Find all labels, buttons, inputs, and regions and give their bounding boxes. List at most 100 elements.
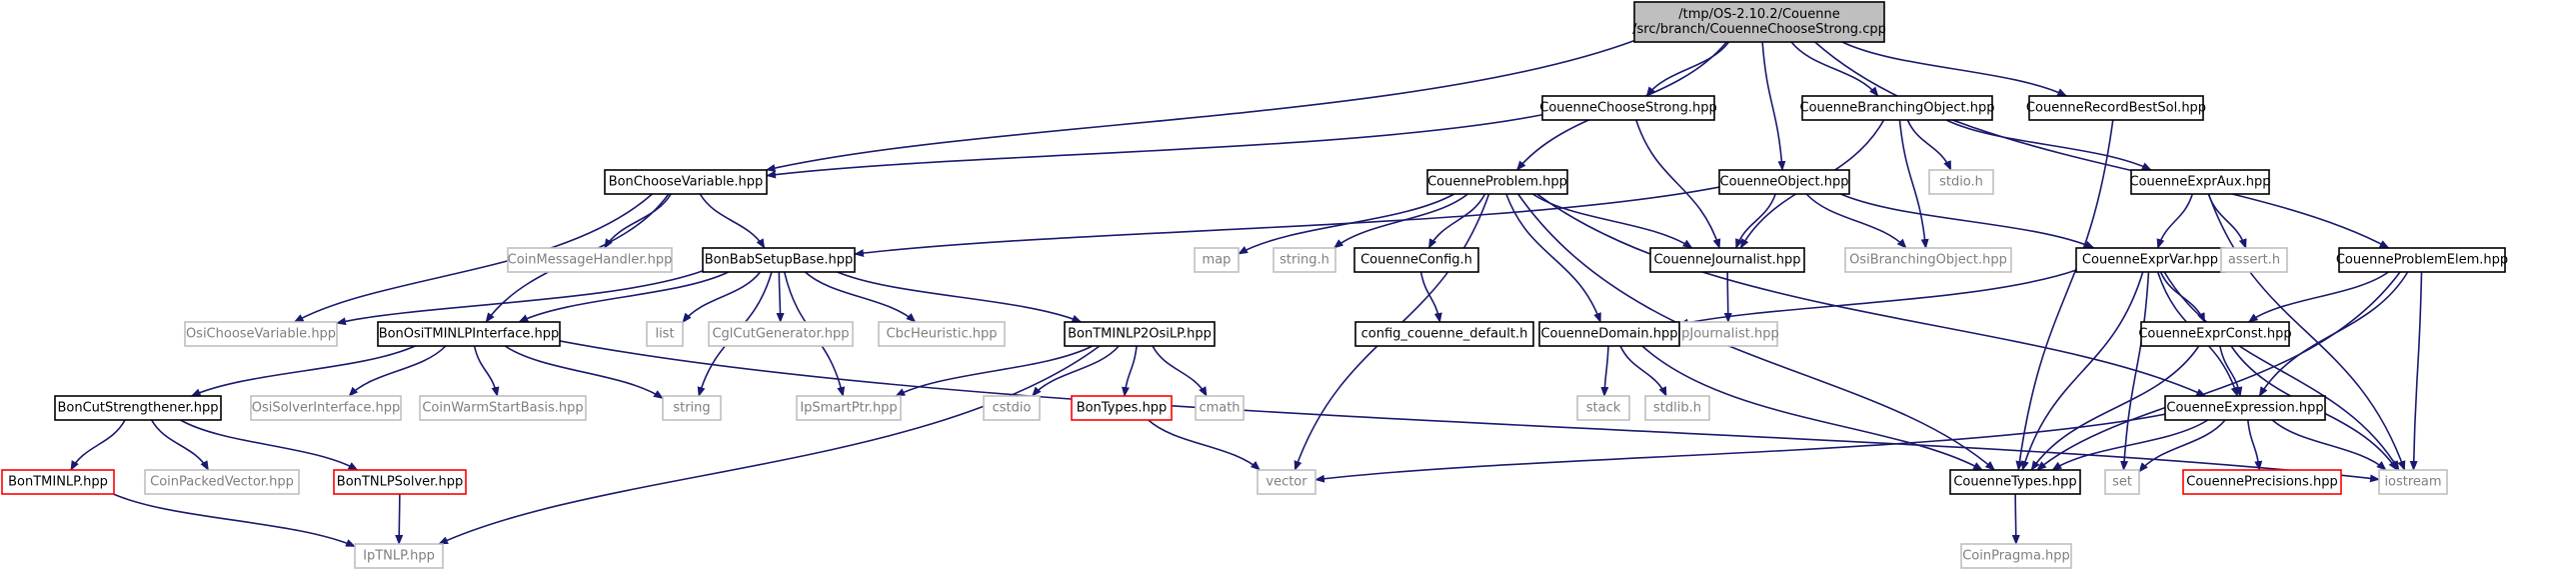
node-map: map [1194,247,1240,273]
node-label: set [2112,475,2132,490]
edge-cexpraux-to-cexprvar [2156,193,2194,249]
edge-bonosi-to-string [504,345,664,400]
node-cproblemelem[interactable]: CouenneProblemElem.hpp [2336,247,2508,273]
node-label: vector [1266,475,1307,490]
node-box [2338,247,2506,273]
node-cconfig[interactable]: CouenneConfig.h [1353,247,1479,273]
node-box [184,321,338,347]
node-box [1071,395,1173,421]
node-box [983,395,1041,421]
edge-bontminlp2osi-to-bontypes [1122,345,1138,397]
node-box [708,321,854,347]
edge-cproblem-to-cexpression [1536,193,2207,397]
edge-cobject-to-osibranch [1805,193,1907,249]
node-bontminlp2osi[interactable]: BonTMINLP2OsiLP.hpp [1064,321,1216,347]
node-box [662,395,722,421]
node-box [2220,247,2288,273]
node-cexprvar[interactable]: CouenneExprVar.hpp [2075,247,2225,273]
node-bontnlp[interactable]: BonTNLPSolver.hpp [333,469,467,495]
edge-bontminlp2osi-to-cmath [1152,345,1208,397]
edge-bonchoose-to-bonbab [699,193,766,249]
node-box [1960,543,2072,569]
node-label: CglCutGenerator.hpp [712,327,849,342]
node-stringh: string.h [1273,247,1336,273]
node-box [878,321,1006,347]
node-cglcut: CglCutGenerator.hpp [708,321,854,347]
node-set: set [2104,469,2140,495]
node-bonchoose[interactable]: BonChooseVariable.hpp [604,169,768,195]
node-label: string [673,401,710,416]
node-box [144,469,300,495]
node-configcouenne[interactable]: config_couenne_default.h [1354,321,1534,347]
node-box [604,169,768,195]
node-box [1633,1,1885,43]
node-box [377,321,561,347]
edge-cexpression-to-ctypes [2051,419,2209,471]
node-cexpraux[interactable]: CouenneExprAux.hpp [2130,169,2271,195]
edge-cexpression-to-set [2138,419,2226,473]
node-box [1538,321,1680,347]
node-ctypes[interactable]: CouenneTypes.hpp [1949,469,2081,495]
node-box [1801,95,1993,121]
edge-cproblemelem-to-iostream [2409,271,2423,471]
node-boncut[interactable]: BonCutStrengthener.hpp [54,395,222,421]
node-label: CouenneRecordBestSol.hpp [2026,101,2206,116]
node-bontminlp[interactable]: BonTMINLP.hpp [1,469,115,495]
node-label: map [1203,253,1232,268]
node-coinpragma: CoinPragma.hpp [1960,543,2072,569]
edge-bonosi-to-boncut [190,345,416,397]
node-osibranch: OsiBranchingObject.hpp [1844,247,2012,273]
node-bonosi[interactable]: BonOsiTMINLPInterface.hpp [377,321,561,347]
node-crecord[interactable]: CouenneRecordBestSol.hpp [2026,95,2206,121]
edge-root-to-cchoose [1645,41,1730,97]
edge-bontminlp2osi-to-cstdio [1032,345,1120,397]
node-label: CouenneObject.hpp [1720,175,1849,190]
node-cjournalist[interactable]: CouenneJournalist.hpp [1649,247,1805,273]
edge-ctypes-to-coinpragma [2011,493,2020,545]
node-cbranch[interactable]: CouenneBranchingObject.hpp [1800,95,1995,121]
edge-bonosi-to-osisolver [348,345,447,397]
node-cproblem[interactable]: CouenneProblem.hpp [1426,169,1568,195]
node-label: BonTNLPSolver.hpp [337,475,463,490]
node-root[interactable]: /tmp/OS-2.10.2/Couenne/src/branch/Couenn… [1632,1,1886,43]
node-cprecisions[interactable]: CouennePrecisions.hpp [2182,469,2342,495]
node-label: BonTMINLP2OsiLP.hpp [1068,327,1212,342]
node-label: CouenneConfig.h [1360,253,1472,268]
node-cchoose[interactable]: CouenneChooseStrong.hpp [1539,95,1717,121]
edge-bontminlp2osi-to-ipsmartptr [895,345,1094,397]
node-box [1064,321,1216,347]
edge-crecord-to-ctypes [2015,119,2114,471]
node-iostream: iostream [2378,469,2448,495]
node-osichoose: OsiChooseVariable.hpp [184,321,338,347]
node-bonbab[interactable]: BonBabSetupBase.hpp [702,247,856,273]
edge-bonbab-to-cglcut [776,271,785,323]
node-stdlibh: stdlib.h [1644,395,1710,421]
node-vector: vector [1257,469,1316,495]
node-cexprconst[interactable]: CouenneExprConst.hpp [2138,321,2292,347]
node-label: iostream [2384,475,2441,490]
edge-bonbab-to-bontminlp2osi [837,271,1083,323]
node-bontypes[interactable]: BonTypes.hpp [1071,395,1173,421]
node-stack: stack [1576,395,1630,421]
edge-cobject-to-cexprvar [1839,193,2095,249]
node-cobject[interactable]: CouenneObject.hpp [1718,169,1850,195]
edge-bonchoose-to-coinmsg [604,193,672,249]
node-box [1194,247,1240,273]
edge-cchoose-to-cjournalist [1635,119,1721,249]
node-string: string [662,395,722,421]
node-iptnlp: IpTNLP.hpp [354,543,444,569]
node-ipjournalist: IpJournalist.hpp [1677,321,1779,347]
node-box [1928,169,1994,195]
edge-bontminlp-to-iptnlp [112,493,356,548]
node-label: IpSmartPtr.hpp [800,401,897,416]
edge-bontnlp-to-iptnlp [395,493,404,545]
node-label: /tmp/OS-2.10.2/Couenne [1678,7,1839,22]
node-label: CouenneExpression.hpp [2166,401,2323,416]
edge-cproblemelem-to-ctypes [2036,271,2401,471]
edge-bonbab-to-osichoose [336,270,704,326]
node-box [1576,395,1630,421]
node-box [1649,247,1805,273]
node-cexpression[interactable]: CouenneExpression.hpp [2164,395,2326,421]
node-cdomain[interactable]: CouenneDomain.hpp [1538,321,1680,347]
